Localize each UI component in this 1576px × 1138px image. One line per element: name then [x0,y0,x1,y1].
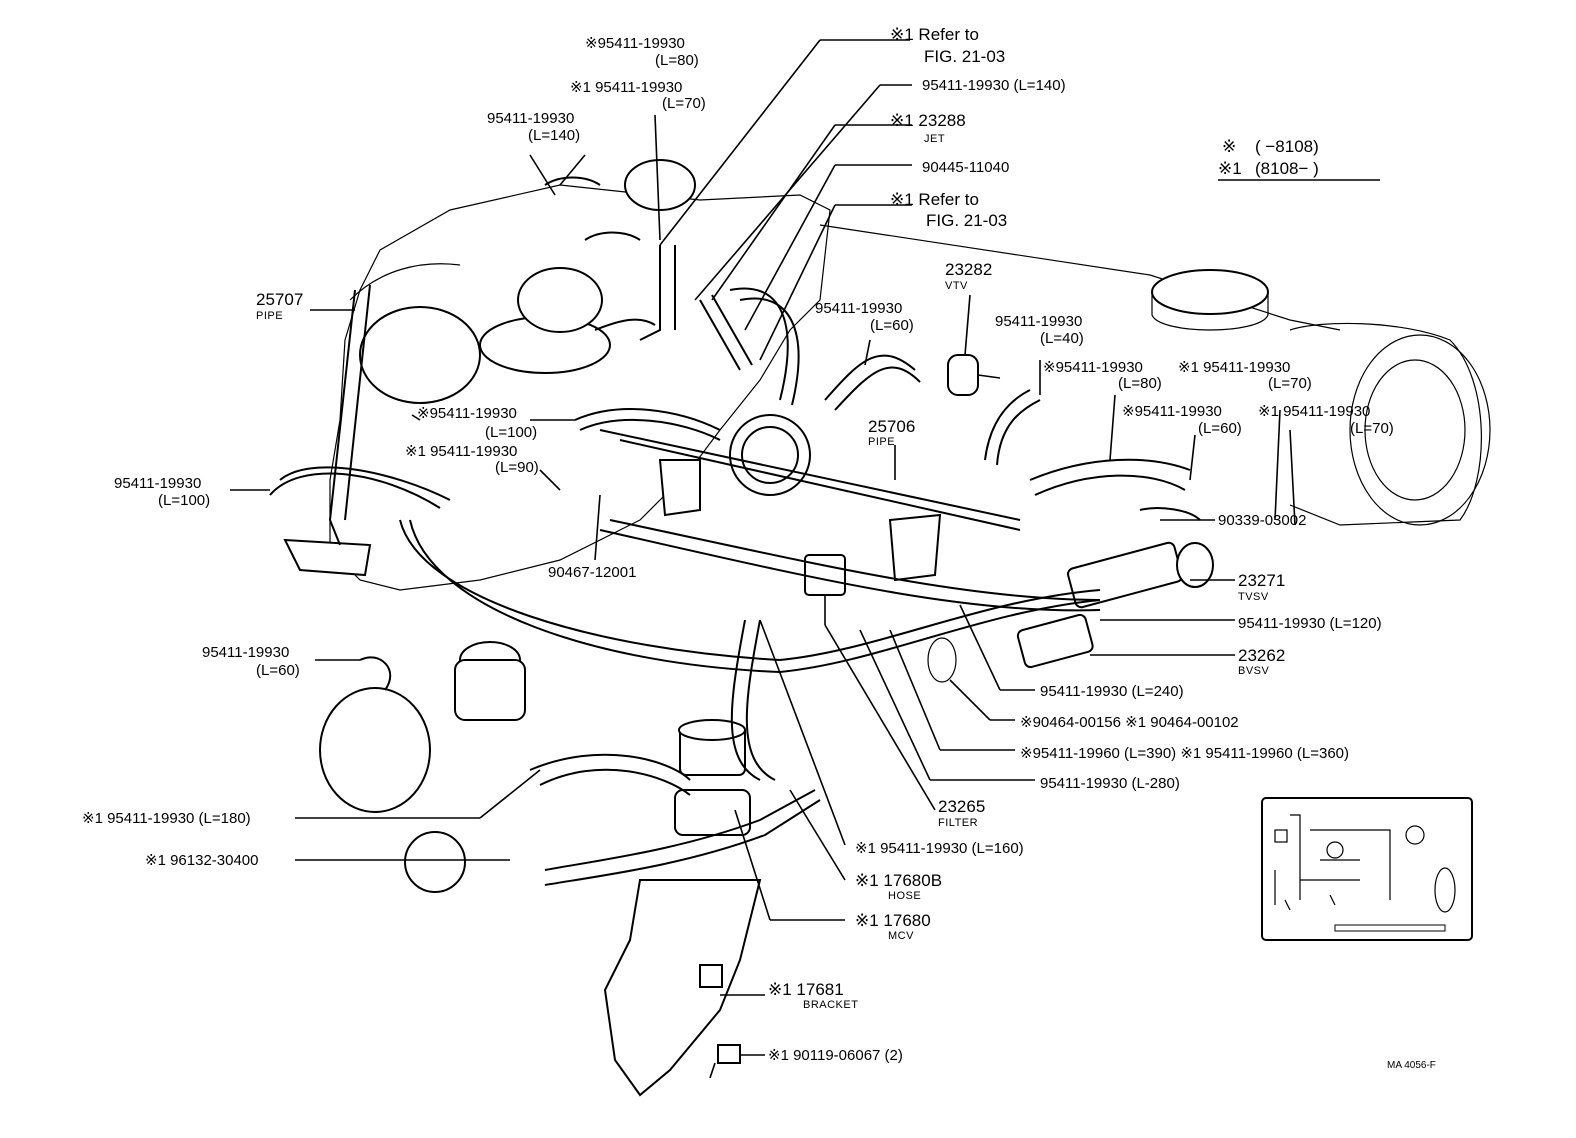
label-a33: ※1 96132-30400 [145,852,259,869]
label-a10-sub: VTV [945,280,968,292]
label-a3-pn: 95411-19930 [487,110,574,127]
label-a32-sub: FILTER [938,817,978,829]
label-a8-sub: FIG. 21-03 [926,211,1007,230]
label-a23-sub: TVSV [1238,591,1269,603]
label-a1-pn: ※95411-19930 [585,35,685,52]
figure-code: MA 4056-F [1387,1060,1436,1071]
label-a15-sub: (L=60) [1198,420,1242,437]
inset-locator-diagram [1261,797,1473,941]
label-a20-pn: 95411-19930 [114,475,201,492]
label-a3-sub: (L=140) [528,127,580,144]
label-a35-pn: ※1 17680B [855,871,942,890]
label-a17-sub: (L=100) [485,424,537,441]
label-a18-sub: (L=90) [495,459,539,476]
label-a26-sub: BVSV [1238,665,1270,677]
legend-row2-range: (8108− ) [1255,159,1319,178]
legend-row1-range: ( −8108) [1255,137,1319,156]
label-a32-pn: 23265 [938,797,985,816]
label-a14-sub: (L=70) [1268,375,1312,392]
label-a20-sub: (L=100) [158,492,210,509]
label-a37-pn: ※1 17681 [768,980,844,999]
leader-lines [230,39,1296,1056]
label-a14-pn: ※1 95411-19930 [1178,359,1290,376]
label-a19-sub: PIPE [868,436,895,448]
legend-row2-mark: ※1 [1218,159,1242,178]
label-a19-pn: 25706 [868,417,915,436]
label-a28: ※90464-00156 ※1 90464-00102 [1020,714,1239,731]
label-a6-pn: ※1 23288 [890,111,966,130]
label-a4-sub: FIG. 21-03 [924,47,1005,66]
label-a9-sub: PIPE [256,310,283,322]
label-a5: 95411-19930 (L=140) [922,77,1066,94]
label-a22: 90467-12001 [548,564,636,581]
label-a35-sub: HOSE [888,890,921,902]
label-a18-pn: ※1 95411-19930 [405,443,517,460]
serial-legend: ※ ( −8108) ※1 (8108− ) [1218,137,1380,181]
label-a7: 90445-11040 [922,159,1009,176]
label-a13-pn: ※95411-19930 [1043,359,1143,376]
label-a6-sub: JET [924,133,945,145]
label-a16-pn: ※1 95411-19930 [1258,403,1370,420]
label-a25-sub: (L=60) [256,662,300,679]
label-a13-sub: (L=80) [1118,375,1162,392]
label-a34: ※1 95411-19930 (L=160) [855,840,1024,857]
label-a16-sub: (L=70) [1350,420,1394,437]
label-a23-pn: 23271 [1238,571,1285,590]
label-a30: 95411-19930 (L-280) [1040,775,1180,792]
label-a24: 95411-19930 (L=120) [1238,615,1382,632]
label-a17-pn: ※95411-19930 [417,405,517,422]
label-a12-pn: 95411-19930 [995,313,1082,330]
label-a2-pn: ※1 95411-19930 [570,79,682,96]
label-a10-pn: 23282 [945,260,992,279]
hose-routing [269,176,1201,886]
label-a36-pn: ※1 17680 [855,911,931,930]
label-a12-sub: (L=40) [1040,330,1084,347]
label-a11-pn: 95411-19930 [815,300,902,317]
label-a2-sub: (L=70) [662,95,706,112]
label-a31: ※1 95411-19930 (L=180) [82,810,251,827]
label-a4-pn: ※1 Refer to [890,25,979,44]
label-a27: 95411-19930 (L=240) [1040,683,1184,700]
part-labels: ※95411-19930 (L=80) ※1 95411-19930 (L=70… [82,25,1394,1064]
label-a38: ※1 90119-06067 (2) [768,1047,903,1064]
label-a25-pn: 95411-19930 [202,644,289,661]
engine-illustration [283,159,1491,1097]
label-a11-sub: (L=60) [870,317,914,334]
label-a9-pn: 25707 [256,290,303,309]
label-a1-sub: (L=80) [655,52,699,69]
label-a21: 90339-03002 [1218,512,1306,529]
label-a26-pn: 23262 [1238,646,1285,665]
label-a8-pn: ※1 Refer to [890,190,979,209]
label-a37-sub: BRACKET [803,999,858,1011]
legend-row1-mark: ※ [1222,137,1236,156]
label-a36-sub: MCV [888,930,914,942]
label-a15-pn: ※95411-19930 [1122,403,1222,420]
label-a29: ※95411-19960 (L=390) ※1 95411-19960 (L=3… [1020,745,1349,762]
